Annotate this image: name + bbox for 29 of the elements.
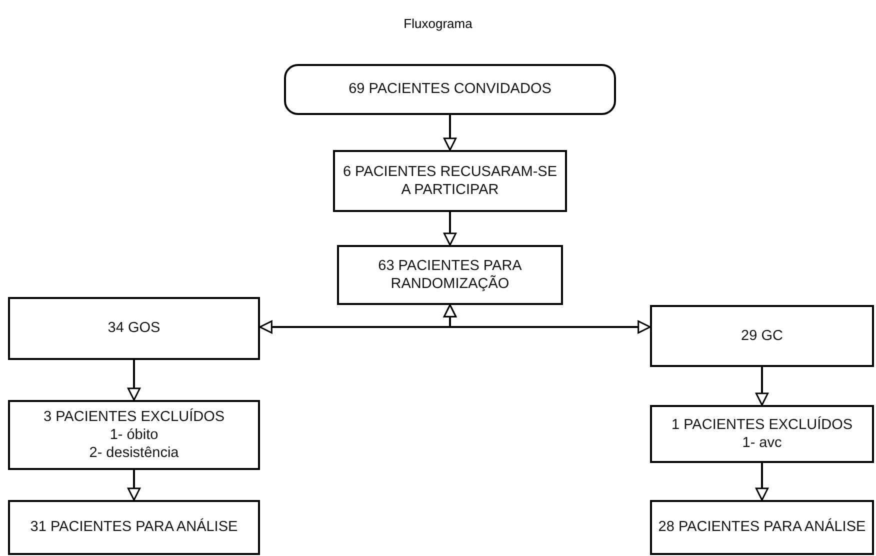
node-label: 29 GC xyxy=(741,326,783,346)
node-label: 3 PACIENTES EXCLUÍDOS xyxy=(43,408,225,426)
process-box xyxy=(650,305,874,367)
node-label: 28 PACIENTES PARA ANÁLISE xyxy=(658,518,866,537)
process-box xyxy=(650,405,874,463)
node-label: 1 PACIENTES EXCLUÍDOS xyxy=(671,416,853,434)
arrow xyxy=(127,470,141,501)
process-box xyxy=(8,400,260,470)
node-label: 31 PACIENTES PARA ANÁLISE xyxy=(30,518,238,537)
node-label: 69 PACIENTES CONVIDADOS xyxy=(348,80,552,99)
process-box xyxy=(650,500,874,555)
arrow xyxy=(755,367,769,406)
node-label: 6 PACIENTES RECUSARAM-SE A PARTICIPAR xyxy=(342,162,558,200)
arrow xyxy=(443,212,457,246)
process-box xyxy=(337,245,563,305)
arrow xyxy=(127,360,141,401)
list-item: 1- avc xyxy=(742,434,782,452)
arrow xyxy=(443,115,457,151)
node-label: 34 GOS xyxy=(108,319,160,338)
process-box xyxy=(8,297,260,360)
arrow xyxy=(755,463,769,501)
rounded-box xyxy=(284,64,616,115)
arrow xyxy=(443,304,651,334)
list-item: 2- desistência xyxy=(89,444,179,462)
list-item: 1- óbito xyxy=(110,426,158,444)
process-box xyxy=(333,150,567,212)
node-label: 63 PACIENTES PARA RANDOMIZAÇÃO xyxy=(377,256,523,294)
diagram-title: Fluxograma xyxy=(402,16,474,31)
process-box xyxy=(8,500,260,555)
